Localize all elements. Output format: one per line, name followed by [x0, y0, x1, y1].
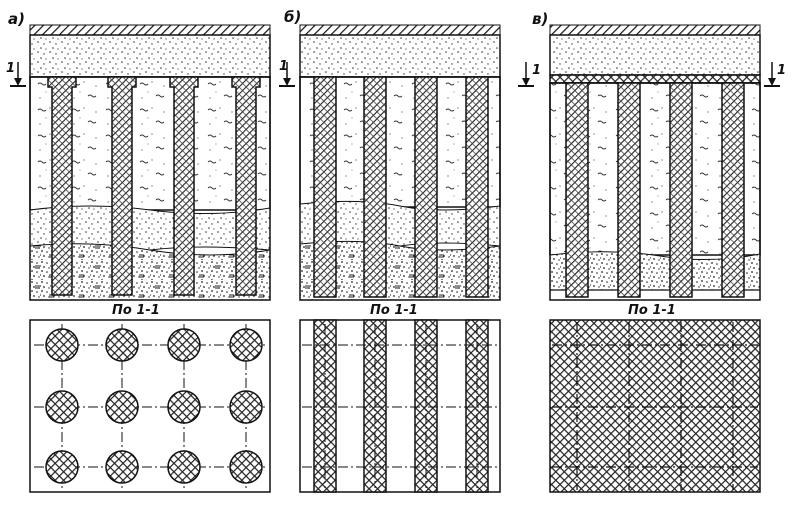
pile-section	[105, 328, 139, 362]
panel-a-surface-hatch	[29, 24, 271, 36]
panel-a-piles	[47, 76, 261, 296]
pile-section	[45, 328, 79, 362]
panel-b-label: б)	[284, 8, 301, 26]
panel-c-label: в)	[532, 10, 548, 28]
panel-c-cut-marker-right: 1	[764, 62, 786, 87]
panel-c-plan	[549, 319, 761, 493]
pile	[363, 76, 387, 298]
pile	[107, 76, 137, 296]
panel-b-plan-axes	[302, 324, 498, 488]
pile	[414, 76, 438, 298]
panel-c-sand-layer	[549, 251, 761, 291]
pile-section	[105, 390, 139, 424]
panel-b-gravel-layer	[299, 240, 501, 301]
panel-a-gravel-layer	[29, 243, 271, 301]
panel-c-surface-hatch	[549, 24, 761, 36]
panel-a-label: а)	[8, 10, 25, 28]
panel-b-section-caption: По 1-1	[370, 303, 418, 318]
panel-c-section-caption: По 1-1	[628, 303, 676, 318]
panel-c-cut-marker-left: 1	[518, 62, 541, 87]
cut-label: 1	[532, 63, 541, 78]
pile-section	[229, 328, 263, 362]
panel-a-cut-marker: 1	[6, 61, 26, 87]
panel-b-cut-marker: 1	[279, 59, 295, 87]
pile	[169, 76, 199, 296]
pile-section	[45, 390, 79, 424]
pile-section	[45, 450, 79, 484]
pile	[617, 82, 641, 298]
panel-c-grillage	[549, 34, 761, 76]
panel-c-piles	[565, 82, 745, 298]
cut-label: 1	[6, 61, 15, 76]
pile	[669, 82, 693, 298]
pile-section	[167, 450, 201, 484]
panel-b-grillage	[299, 34, 501, 78]
panel-c: в) 1 1 По 1-1	[518, 10, 786, 493]
panel-c-plan-axes	[552, 322, 758, 490]
pile	[565, 82, 589, 298]
cut-label: 1	[777, 63, 786, 78]
panel-a-grillage	[29, 34, 271, 78]
pile	[231, 76, 261, 296]
panel-b: б) 1 По 1-1	[279, 8, 501, 493]
pile-section	[167, 390, 201, 424]
panel-c-cap-layer	[549, 74, 761, 84]
pile-section	[105, 450, 139, 484]
panel-a: а) 1 По 1-1	[6, 10, 271, 493]
panel-b-surface-hatch	[299, 24, 501, 36]
pile-section	[167, 328, 201, 362]
cut-label: 1	[279, 59, 288, 74]
pile	[47, 76, 77, 296]
pile	[465, 76, 489, 298]
panel-a-section-caption: По 1-1	[112, 303, 160, 318]
pile-section	[229, 390, 263, 424]
pile	[721, 82, 745, 298]
pile	[313, 76, 337, 298]
pile-section	[229, 450, 263, 484]
panel-b-piles	[313, 76, 489, 298]
panel-a-pile-sections	[45, 328, 263, 484]
